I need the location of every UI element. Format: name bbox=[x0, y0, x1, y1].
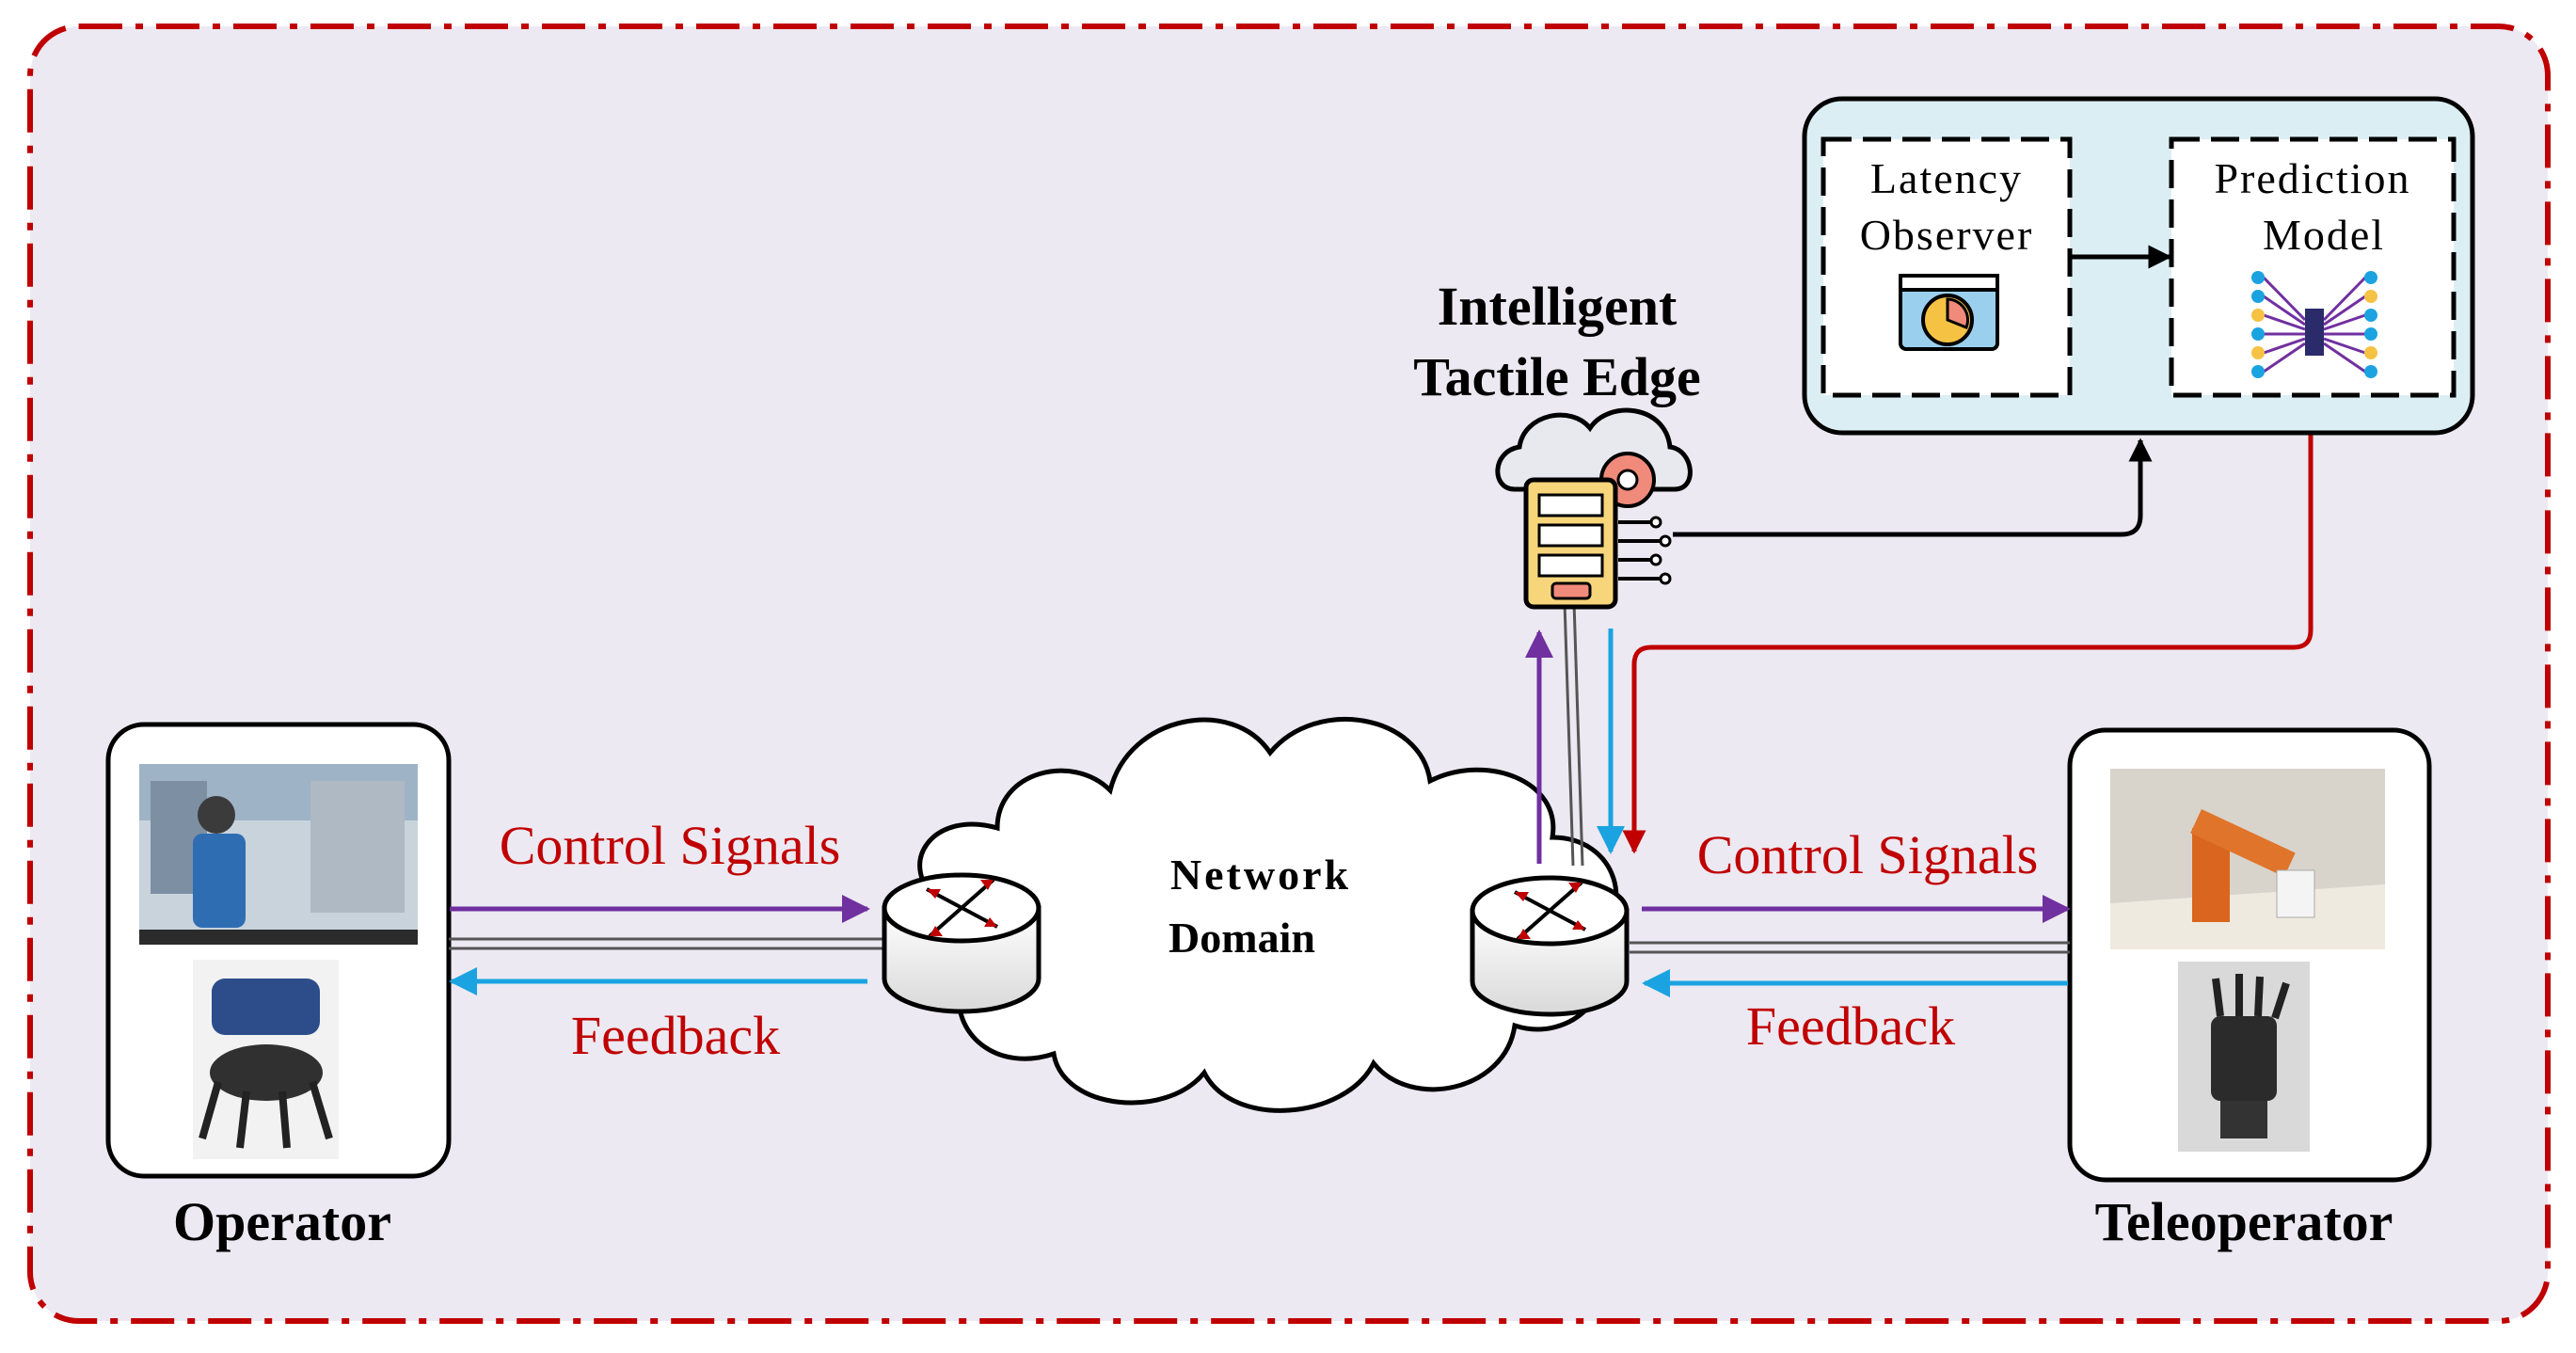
teleoperator-label: Teleoperator bbox=[2095, 1191, 2393, 1252]
prediction-model-label-line2: Model bbox=[2263, 211, 2385, 259]
edge-label-line1: Intelligent bbox=[1438, 276, 1678, 337]
teleoperator-robotic-hand-photo bbox=[2178, 962, 2310, 1152]
latency-observer-box bbox=[1821, 136, 2073, 398]
prediction-model-label-line1: Prediction bbox=[2214, 154, 2410, 202]
edge-to-panel-arrow bbox=[1673, 438, 2153, 537]
prediction-to-router-arrow bbox=[1622, 431, 2314, 854]
control-signals-label-left: Control Signals bbox=[500, 815, 841, 876]
teleoperator-panel bbox=[2067, 727, 2432, 1183]
edge-label-line2: Tactile Edge bbox=[1413, 346, 1701, 407]
control-signals-label-right: Control Signals bbox=[1697, 824, 2039, 885]
teleoperator-robot-arm-photo bbox=[2110, 769, 2385, 949]
latency-monitor-icon bbox=[1899, 274, 1999, 351]
operator-panel bbox=[105, 722, 452, 1179]
link-lines bbox=[449, 601, 2070, 954]
neural-network-icon bbox=[2251, 271, 2377, 378]
operator-vr-photo bbox=[139, 764, 418, 945]
feedback-label-right: Feedback bbox=[1746, 995, 1955, 1057]
router-icon bbox=[1470, 875, 1630, 1017]
feedback-label-left: Feedback bbox=[571, 1005, 780, 1066]
network-domain-label-line2: Domain bbox=[1169, 914, 1315, 962]
router-icon bbox=[882, 872, 1042, 1014]
operator-label: Operator bbox=[173, 1191, 391, 1252]
edge-server-icon bbox=[1495, 407, 1693, 610]
network-domain-label: Network bbox=[1170, 851, 1351, 899]
network-cloud bbox=[902, 716, 1619, 1113]
latency-observer-label-line2: Observer bbox=[1860, 211, 2034, 259]
operator-haptic-glove-photo bbox=[193, 960, 339, 1159]
latency-observer-label-line1: Latency bbox=[1870, 154, 2023, 202]
